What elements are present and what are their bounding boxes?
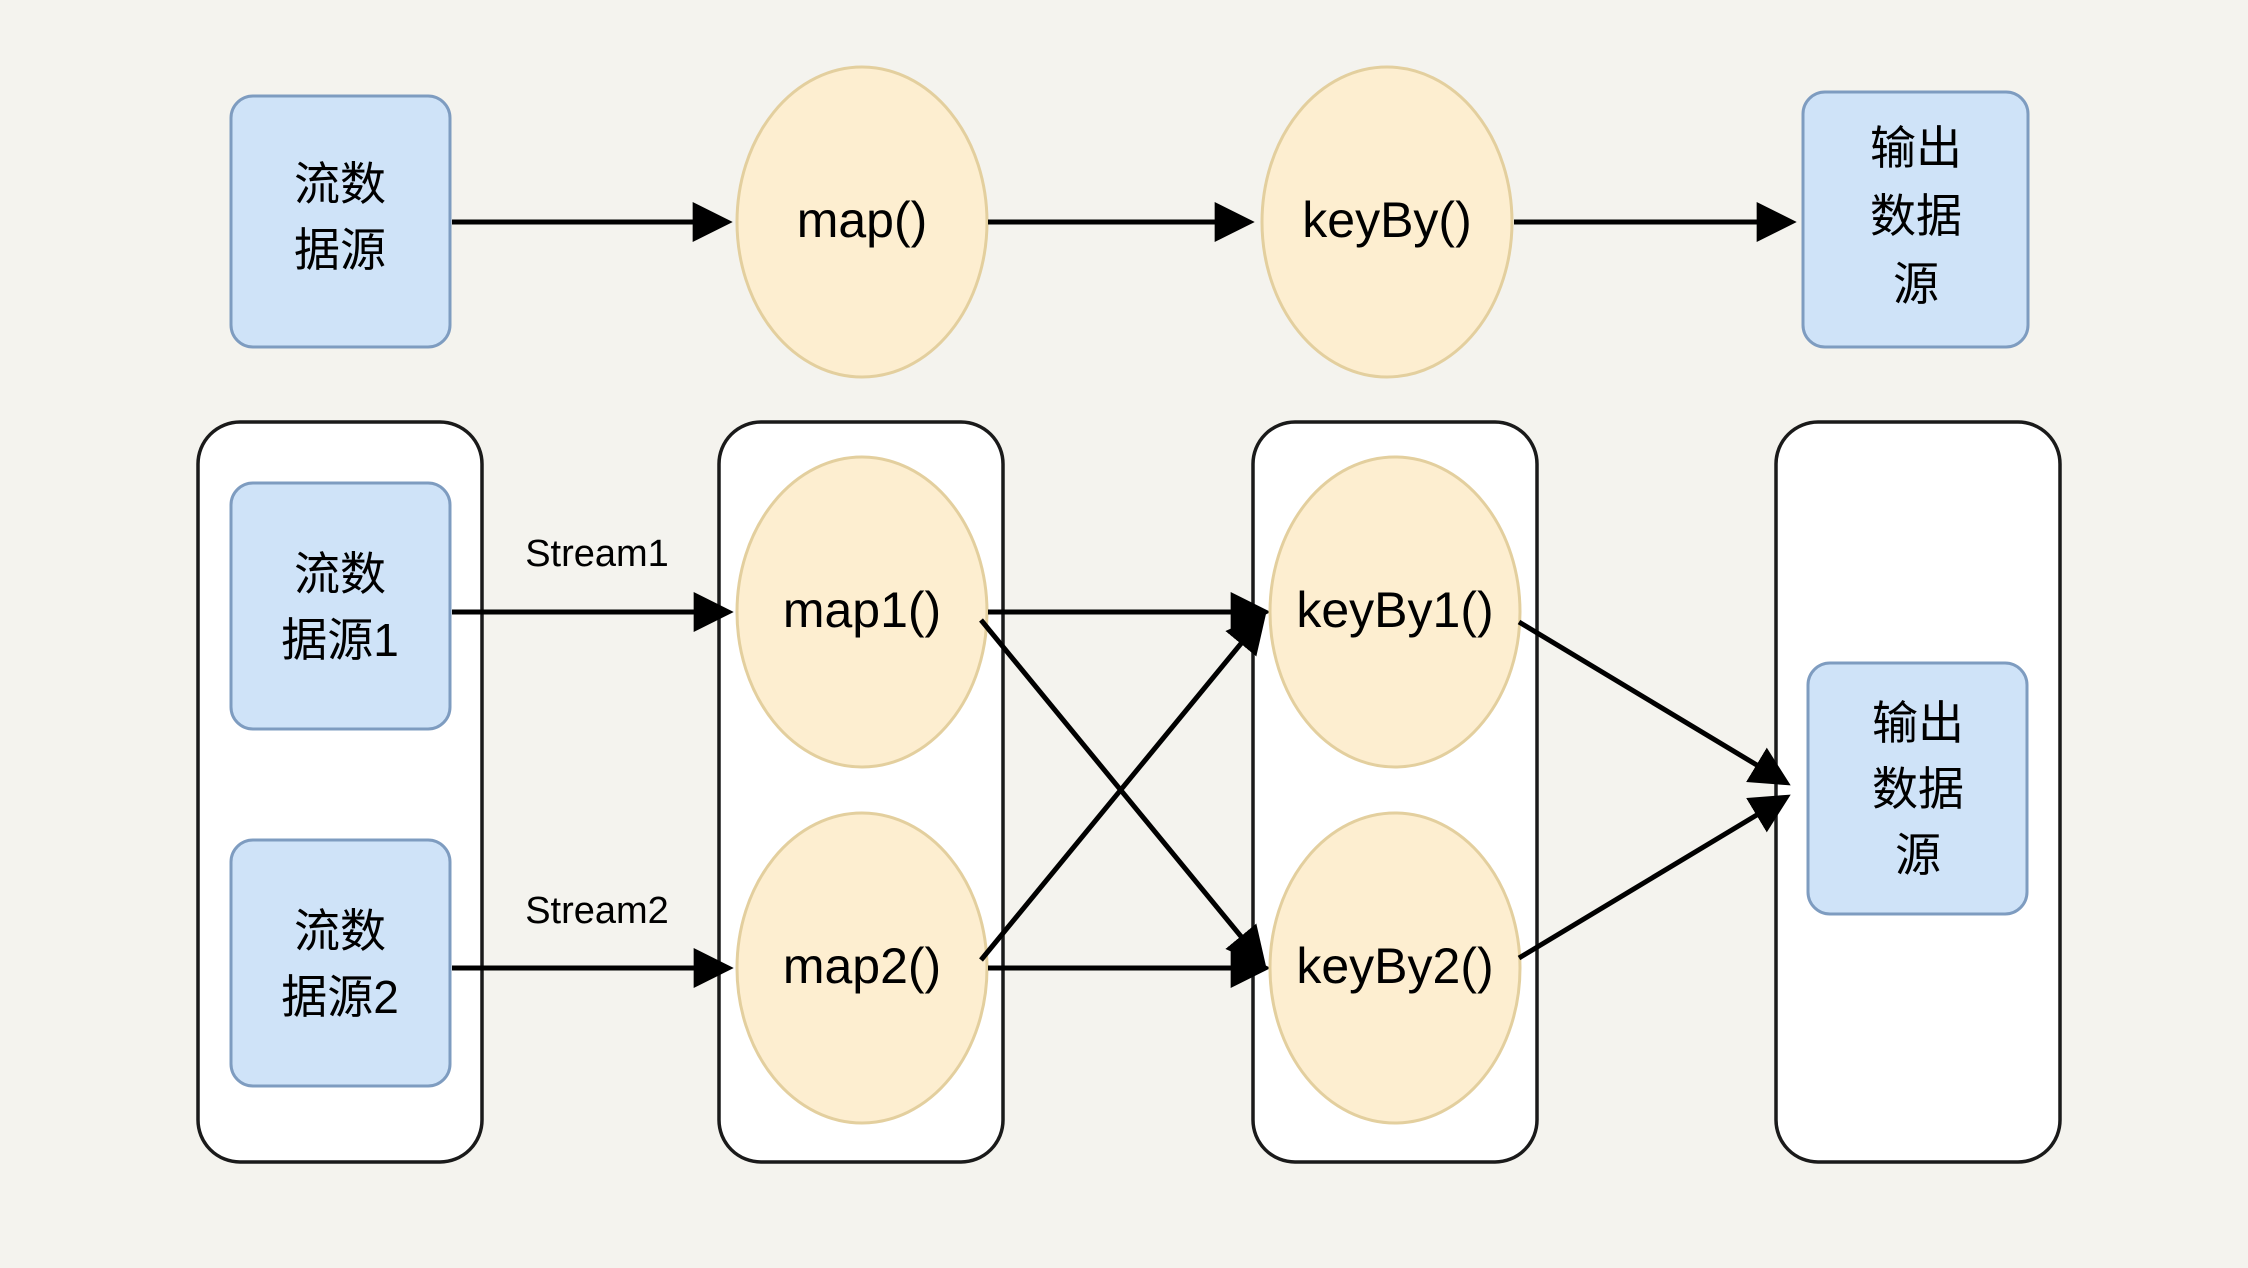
- source-top-box[interactable]: [229, 94, 452, 349]
- keyby-2-circle[interactable]: [1268, 811, 1522, 1125]
- node-sink-top[interactable]: 输出 数据 源: [1801, 90, 2030, 349]
- keyby-1-circle[interactable]: [1268, 455, 1522, 769]
- sink-bottom-label-line1: 输出: [1872, 697, 1964, 749]
- node-keyby-top[interactable]: keyBy(): [1260, 65, 1514, 379]
- node-map-top[interactable]: map(): [735, 65, 989, 379]
- sink-bottom-box[interactable]: [1806, 661, 2029, 916]
- edge-keyby2-to-sink: [1517, 794, 1791, 961]
- node-source-1[interactable]: 流数 据源1: [229, 481, 452, 731]
- edge-label-stream2: Stream2: [525, 890, 669, 932]
- source-2-label-line2: 据源2: [281, 971, 399, 1023]
- node-map-1[interactable]: map1(): [735, 455, 989, 769]
- node-source-top[interactable]: 流数 据源: [229, 94, 452, 349]
- node-map-2[interactable]: map2(): [735, 811, 989, 1125]
- keyby-top-label: keyBy(): [1302, 192, 1471, 248]
- source-1-box[interactable]: [229, 481, 452, 731]
- source-top-label-line2: 据源: [294, 224, 386, 276]
- map-2-label: map2(): [783, 938, 941, 994]
- map-top-label: map(): [797, 192, 928, 248]
- keyby-top-circle[interactable]: [1260, 65, 1514, 379]
- map-1-label: map1(): [783, 582, 941, 638]
- source-1-label-line1: 流数: [294, 548, 386, 600]
- sink-top-label-line2: 数据: [1870, 190, 1962, 242]
- source-2-label-line1: 流数: [294, 905, 386, 957]
- node-keyby-1[interactable]: keyBy1(): [1268, 455, 1522, 769]
- keyby-1-label: keyBy1(): [1296, 582, 1493, 638]
- edge-map2-to-keyby1: [979, 612, 1267, 962]
- edge-label-stream1: Stream1: [525, 533, 669, 575]
- keyby-2-label: keyBy2(): [1296, 938, 1493, 994]
- sink-top-label-line1: 输出: [1870, 122, 1962, 174]
- sink-top-label-line3: 源: [1893, 258, 1939, 310]
- node-source-2[interactable]: 流数 据源2: [229, 838, 452, 1088]
- source-top-label-line1: 流数: [294, 158, 386, 210]
- map-2-circle[interactable]: [735, 811, 989, 1125]
- node-sink-bottom[interactable]: 输出 数据 源: [1806, 661, 2029, 916]
- sink-bottom-label-line2: 数据: [1872, 763, 1964, 815]
- source-1-label-line2: 据源1: [281, 614, 399, 666]
- multi-parallelism-row: 流数 据源1 流数 据源2 Stream1 Stream2 map1(): [196, 420, 2062, 1164]
- map-1-circle[interactable]: [735, 455, 989, 769]
- sink-bottom-label-line3: 源: [1895, 829, 1941, 881]
- edge-keyby1-to-sink: [1517, 619, 1791, 786]
- single-parallelism-row: 流数 据源 map() keyBy() 输出: [229, 65, 2030, 379]
- node-keyby-2[interactable]: keyBy2(): [1268, 811, 1522, 1125]
- source-2-box[interactable]: [229, 838, 452, 1088]
- sink-top-box[interactable]: [1801, 90, 2030, 349]
- map-top-circle[interactable]: [735, 65, 989, 379]
